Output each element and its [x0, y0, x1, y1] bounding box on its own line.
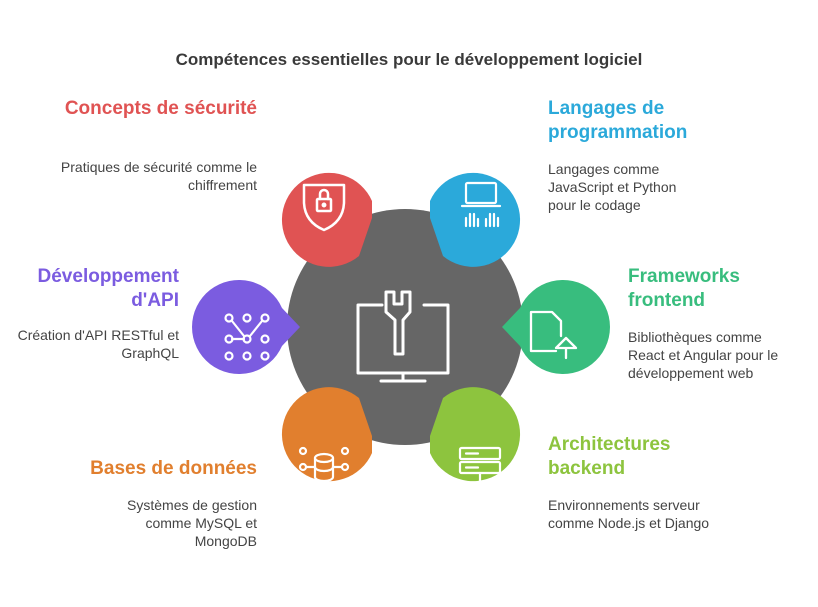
shield-lock-icon: [302, 183, 346, 232]
security-petal: [281, 172, 372, 267]
network-nodes-icon: [224, 313, 270, 361]
backend-heading: Architectures backend: [548, 434, 671, 479]
databases-description: Systèmes de gestion comme MySQL et Mongo…: [127, 497, 257, 549]
file-upload-icon: [529, 310, 578, 360]
frontend-description: Bibliothèques comme React et Angular pou…: [628, 329, 779, 381]
computer-wrench-icon: [356, 290, 450, 383]
api-description: Création d'API RESTful et GraphQL: [17, 327, 179, 361]
backend-description: Environnements serveur comme Node.js et …: [548, 497, 710, 531]
databases-heading: Bases de données: [90, 458, 257, 479]
languages-description: Langages comme JavaScript et Python pour…: [548, 161, 677, 213]
laptop-typing-icon: [460, 181, 502, 228]
database-icon: [298, 446, 350, 488]
languages-heading: Langages de programmation: [548, 98, 688, 143]
center-hub: [287, 209, 523, 445]
api-heading: Développement d'API: [37, 266, 179, 311]
server-icon: [458, 446, 502, 489]
page-title: Compétences essentielles pour le dévelop…: [175, 50, 643, 69]
api-petal: [192, 280, 300, 374]
frontend-heading: Frameworks frontend: [628, 266, 740, 311]
databases-petal: [281, 387, 372, 482]
backend-petal: [430, 387, 521, 482]
security-heading: Concepts de sécurité: [64, 98, 257, 119]
frontend-petal: [502, 280, 610, 374]
security-description: Pratiques de sécurité comme le chiffreme…: [60, 159, 257, 193]
